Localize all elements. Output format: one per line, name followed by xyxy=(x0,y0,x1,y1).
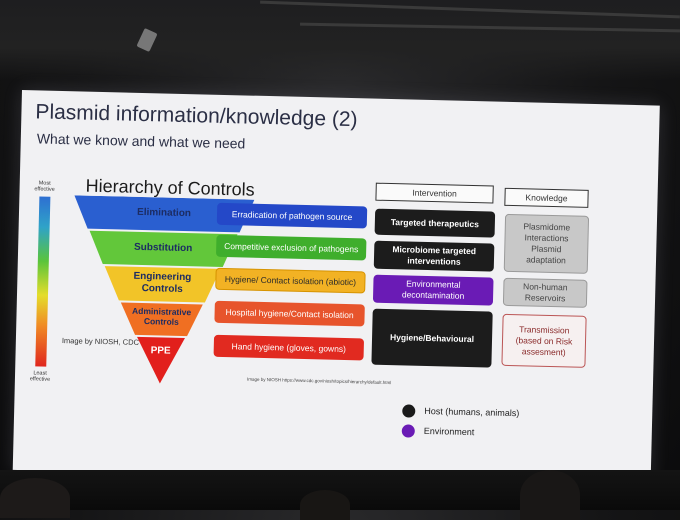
legend-host-swatch xyxy=(402,404,416,418)
slide-subtitle: What we know and what we need xyxy=(36,130,246,152)
projected-slide: Plasmid information/knowledge (2) What w… xyxy=(12,90,660,486)
control-hospital-hygiene: Hospital hygiene/Contact isolation xyxy=(214,300,365,327)
audience-head xyxy=(520,470,580,520)
legend-host-label: Host (humans, animals) xyxy=(424,405,520,419)
ppe-band xyxy=(137,336,185,384)
small-credit: Image by NIOSH https://www.cdc.gov/niosh… xyxy=(246,376,392,386)
band-administrative: Administrative Controls xyxy=(131,305,192,327)
legend-environment-label: Environment xyxy=(423,425,475,438)
intervention-environmental-decontamination: Environmental decontamination xyxy=(372,274,494,306)
intervention-microbiome: Microbiome targeted interventions xyxy=(373,240,495,272)
effectiveness-scale xyxy=(35,196,51,367)
header-intervention: Intervention xyxy=(375,182,494,204)
knowledge-non-human-reservoirs: Non-human Reservoirs xyxy=(502,277,588,308)
control-eradication: Erradication of pathogen source xyxy=(216,202,368,229)
elimination-band xyxy=(74,195,255,233)
audience-head xyxy=(300,490,350,520)
pyramid-graphic xyxy=(74,195,255,384)
header-knowledge: Knowledge xyxy=(504,187,589,208)
hierarchy-pyramid: Elimination Substitution Engineering Con… xyxy=(70,195,255,389)
knowledge-transmission: Transmission (based on Risk assesment) xyxy=(501,313,587,368)
legend-environment-swatch xyxy=(401,424,415,438)
intervention-hygiene-behavioural: Hygiene/Behavioural xyxy=(371,308,493,368)
scale-top-label: Most effective xyxy=(34,180,55,193)
intervention-targeted-therapeutics: Targeted therapeutics xyxy=(374,208,496,238)
audience-head xyxy=(0,478,70,518)
slide-title: Plasmid information/knowledge (2) xyxy=(35,100,358,132)
administrative-band xyxy=(120,302,203,337)
control-hand-hygiene: Hand hygiene (gloves, gowns) xyxy=(213,334,365,361)
scale-bottom-label: Least effective xyxy=(29,370,51,383)
band-elimination: Elimination xyxy=(136,206,192,220)
band-substitution: Substitution xyxy=(133,241,193,255)
image-credit: Image by NIOSH, CDC xyxy=(61,336,140,347)
band-engineering: Engineering Controls xyxy=(133,270,192,295)
substitution-band xyxy=(89,230,238,267)
engineering-band xyxy=(104,266,221,303)
band-ppe: PPE xyxy=(150,345,171,357)
control-contact-isolation-abiotic: Hygiene/ Contact isolation (abiotic) xyxy=(215,267,366,294)
knowledge-plasmidome: Plasmidome Interactions Plasmid adaptati… xyxy=(503,213,590,274)
control-competitive-exclusion: Competitive exclusion of pathogens xyxy=(215,234,367,261)
